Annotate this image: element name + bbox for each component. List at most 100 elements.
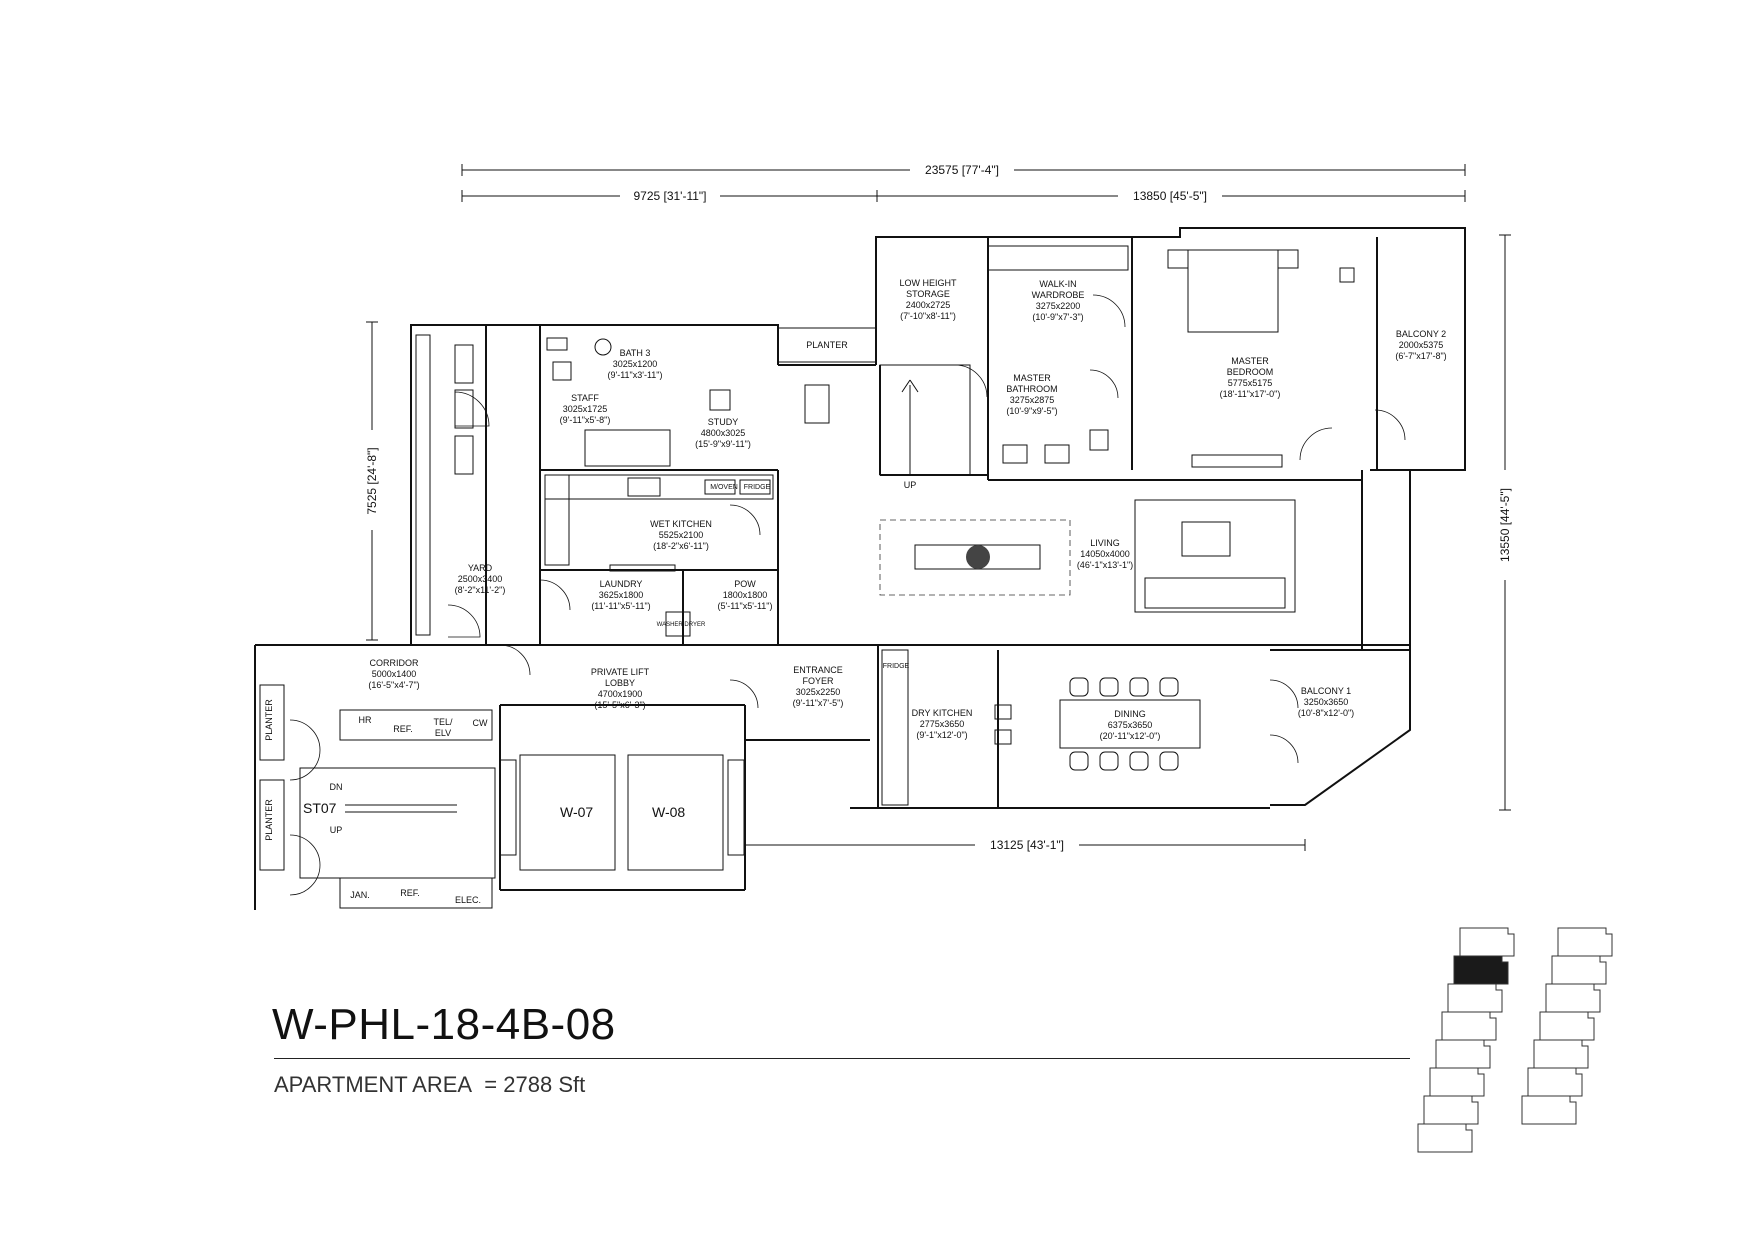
entrance-size: 3025x2250	[796, 687, 841, 697]
fridge2-label: FRIDGE	[883, 663, 910, 670]
doors	[289, 294, 1406, 896]
keyplan-right-tower-unit	[1533, 1039, 1589, 1069]
staff-imperial: (9'-11"x5'-8")	[560, 415, 611, 425]
low-storage-imperial: (7'-10"x8'-11")	[900, 311, 956, 321]
master-bath-size: 3275x2875	[1010, 395, 1055, 405]
laundry-size: 3625x1800	[599, 590, 644, 600]
unit-title: W-PHL-18-4B-08	[272, 1000, 616, 1049]
corridor-size: 5000x1400	[372, 669, 417, 679]
planter-top: PLANTER	[806, 340, 848, 350]
dining-chair	[1159, 751, 1179, 771]
keyplan-right-tower-unit	[1539, 1011, 1595, 1041]
keyplan-left-tower-unit	[1423, 1095, 1479, 1125]
dining-chair	[1099, 751, 1119, 771]
dining-chair	[1159, 677, 1179, 697]
dining-chair	[1069, 677, 1089, 697]
lift-lobby-name2: LOBBY	[605, 678, 635, 688]
keyplan-right-tower-unit	[1527, 1067, 1583, 1097]
dim-overall-width: 23575 [77'-4"]	[925, 163, 999, 177]
area-value: 2788 Sft	[503, 1072, 586, 1097]
dim-right-width: 13850 [45'-5"]	[1133, 189, 1207, 203]
laundry-imperial: (11'-11"x5'-11")	[591, 601, 650, 611]
dining-chair	[1129, 677, 1149, 697]
balcony1-imperial: (10'-8"x12'-0")	[1298, 708, 1354, 718]
keyplan-left-tower-unit	[1435, 1039, 1491, 1069]
balcony1-name: BALCONY 1	[1301, 686, 1351, 696]
low-storage-name2: STORAGE	[906, 289, 950, 299]
dim-left-width: 9725 [31'-11"]	[633, 189, 706, 203]
keyplan-right-tower-unit	[1551, 955, 1607, 985]
keyplan-right-tower-unit	[1545, 983, 1601, 1013]
planter-left-1: PLANTER	[264, 699, 274, 741]
pow-name: POW	[734, 579, 756, 589]
key-plan	[1417, 927, 1613, 1153]
keyplan-left-tower-unit	[1417, 1123, 1473, 1153]
jan-label: JAN.	[350, 890, 370, 900]
living-size: 14050x4000	[1080, 549, 1130, 559]
dining-size: 6375x3650	[1108, 720, 1153, 730]
dry-kitchen-size: 2775x3650	[920, 719, 965, 729]
area-label: APARTMENT AREA	[274, 1072, 473, 1097]
lift-lobby-imperial: (15'-5"x6'-3")	[594, 700, 645, 710]
oven-label: M/OVEN	[710, 484, 738, 491]
area-equals: =	[484, 1072, 498, 1097]
keyplan-left-tower-unit	[1429, 1067, 1485, 1097]
keyplan-left-tower-unit	[1447, 983, 1503, 1013]
washer-label: WASHER DRYER	[657, 622, 706, 628]
dim-bottom-width: 13125 [43'-1"]	[990, 838, 1064, 852]
walkin-imperial: (10'-9"x7'-3")	[1032, 312, 1083, 322]
pow-size: 1800x1800	[723, 590, 768, 600]
keyplan-left-tower-unit	[1459, 927, 1515, 957]
master-bed-name2: BEDROOM	[1227, 367, 1274, 377]
tel-label: TEL/	[433, 717, 453, 727]
study-imperial: (15'-9"x9'-11")	[695, 439, 751, 449]
dining-chair	[1099, 677, 1119, 697]
low-storage-size: 2400x2725	[906, 300, 951, 310]
yard-size: 2500x3400	[458, 574, 503, 584]
master-bed-imperial: (18'-11"x17'-0")	[1220, 389, 1281, 399]
master-bath-name2: BATHROOM	[1006, 384, 1057, 394]
walkin-name1: WALK-IN	[1039, 279, 1076, 289]
stair-label: ST07	[303, 800, 337, 816]
living-imperial: (46'-1"x13'-1")	[1077, 560, 1133, 570]
elv-label: ELV	[435, 728, 451, 738]
wet-kitchen-imperial: (18'-2"x6'-11")	[653, 541, 709, 551]
lift-w07: W-07	[560, 804, 593, 820]
dim-left-height: 7525 [24'-8"]	[365, 447, 379, 514]
walkin-name2: WARDROBE	[1032, 290, 1085, 300]
cw-label: CW	[473, 718, 488, 728]
room-labels: BATH 3 3025x1200 (9'-11"x3'-11") STAFF 3…	[264, 278, 1447, 905]
dimension-lines	[366, 164, 1511, 851]
yard-imperial: (8'-2"x11'-2")	[455, 585, 506, 595]
dining-chair	[1069, 751, 1089, 771]
living-name: LIVING	[1090, 538, 1120, 548]
laundry-name: LAUNDRY	[600, 579, 643, 589]
pow-imperial: (5'-11"x5'-11")	[717, 601, 772, 611]
keyplan-right-tower-unit	[1521, 1095, 1577, 1125]
entrance-imperial: (9'-11"x7'-5")	[793, 698, 844, 708]
entrance-name1: ENTRANCE	[793, 665, 843, 675]
staff-size: 3025x1725	[563, 404, 608, 414]
stair-up: UP	[330, 825, 343, 835]
apartment-area: APARTMENT AREA = 2788 Sft	[274, 1072, 585, 1098]
dining-chair	[1129, 751, 1149, 771]
keyplan-left-tower-unit	[1441, 1011, 1497, 1041]
wet-kitchen-name: WET KITCHEN	[650, 519, 712, 529]
walls	[254, 227, 1466, 910]
low-storage-name1: LOW HEIGHT	[899, 278, 957, 288]
master-bed-name1: MASTER	[1231, 356, 1269, 366]
balcony1-size: 3250x3650	[1304, 697, 1349, 707]
corridor-name: CORRIDOR	[370, 658, 419, 668]
yard-name: YARD	[468, 563, 493, 573]
bath3-size: 3025x1200	[613, 359, 658, 369]
bath3-name: BATH 3	[620, 348, 651, 358]
study-name: STUDY	[708, 417, 739, 427]
planter-left-2: PLANTER	[264, 799, 274, 841]
keyplan-right-tower-unit	[1557, 927, 1613, 957]
stair-dn: DN	[330, 782, 343, 792]
storage-up: UP	[904, 480, 917, 490]
lift-lobby-name1: PRIVATE LIFT	[591, 667, 650, 677]
staff-name: STAFF	[571, 393, 599, 403]
bath3-imperial: (9'-11"x3'-11")	[607, 370, 662, 380]
